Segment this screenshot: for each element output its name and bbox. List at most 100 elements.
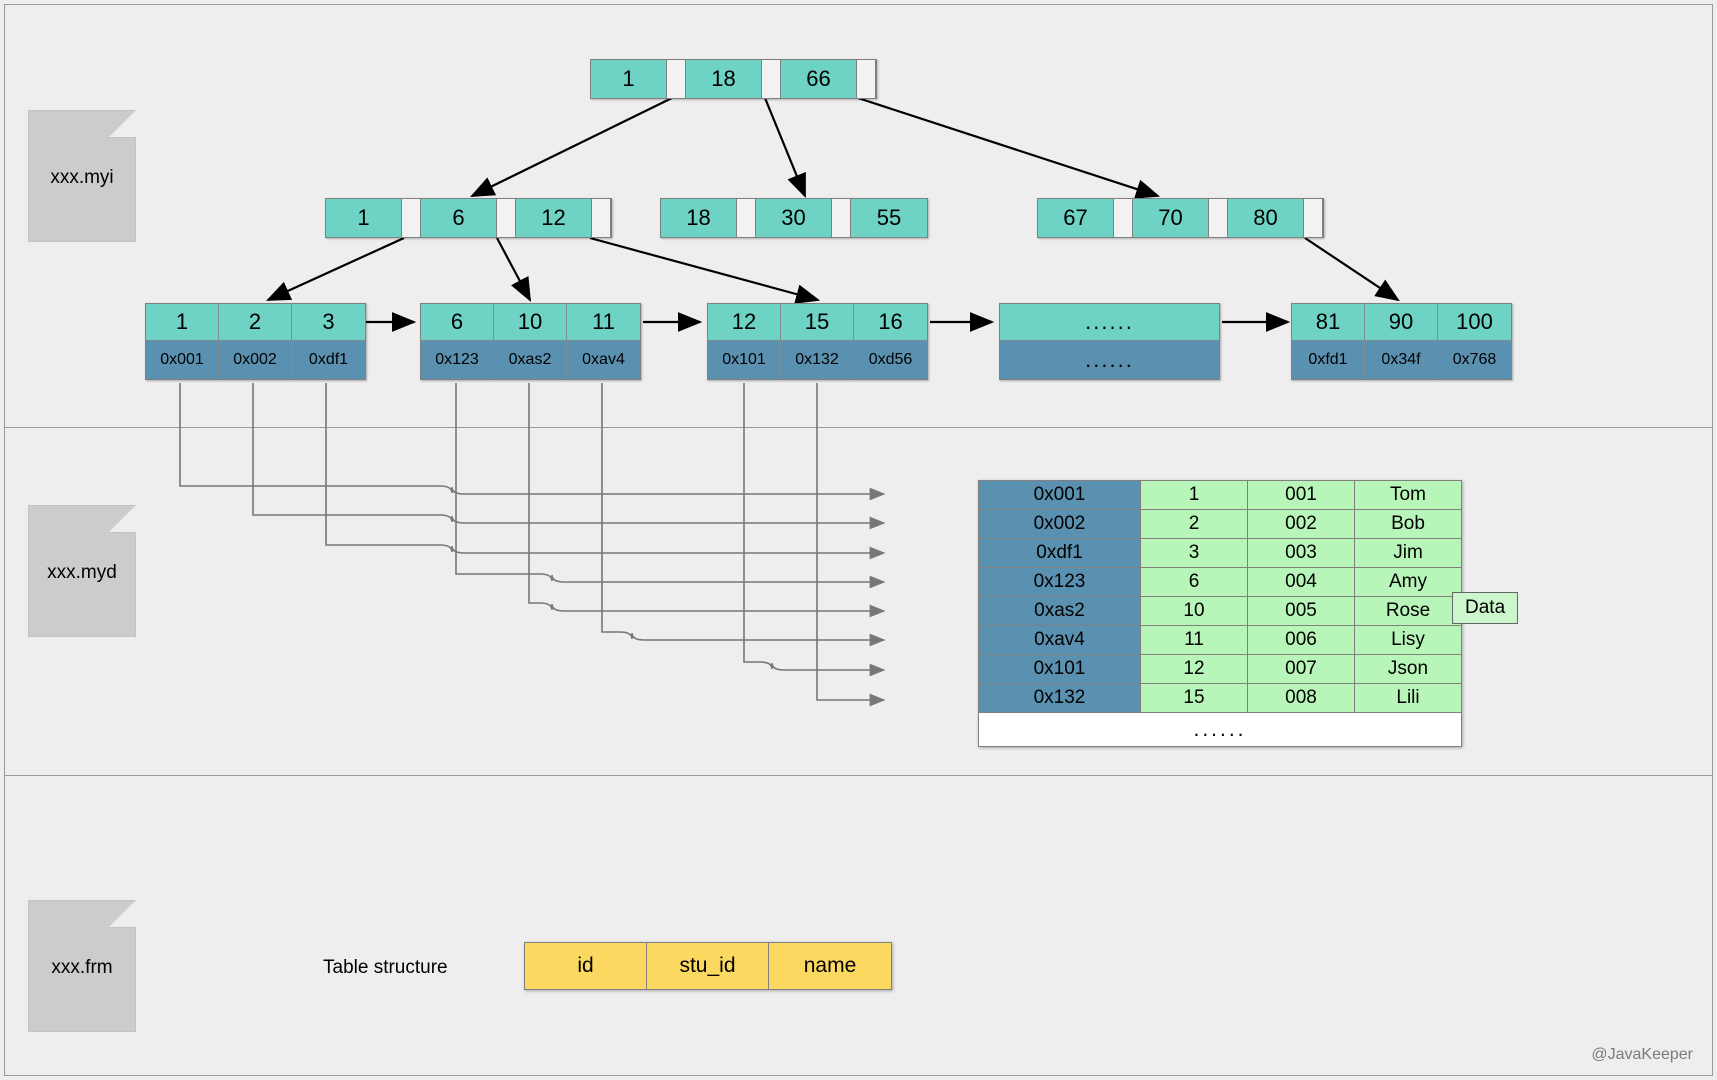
- internal-1-pointer-0: [737, 199, 756, 237]
- row-0-name: Tom: [1354, 480, 1462, 510]
- row-6-id: 12: [1140, 654, 1248, 684]
- leaf-node-2[interactable]: 12 15 16 0x101 0x132 0xd56: [707, 303, 928, 380]
- table-structure-caption: Table structure: [323, 957, 448, 978]
- leaf-3-address-row: ......: [1000, 341, 1219, 379]
- file-icon-frm: xxx.frm: [28, 900, 136, 1032]
- row-2-stu-id: 003: [1247, 538, 1355, 568]
- row-6-name: Json: [1354, 654, 1462, 684]
- internal-1-pointer-1: [832, 199, 851, 237]
- section-divider-myd-frm: [5, 775, 1712, 776]
- table-overflow-label: ......: [978, 712, 1462, 747]
- index-internal-node-1[interactable]: 18 30 55: [660, 198, 928, 238]
- root-pointer-1: [762, 60, 781, 98]
- internal-0-key-1: 6: [421, 199, 497, 237]
- internal-2-key-0: 67: [1038, 199, 1114, 237]
- leaf-node-1[interactable]: 6 10 11 0x123 0xas2 0xav4: [420, 303, 641, 380]
- internal-2-pointer-0: [1114, 199, 1133, 237]
- leaf-4-address-row: 0xfd1 0x34f 0x768: [1292, 341, 1511, 379]
- data-records-table[interactable]: 0x001 1 001 Tom 0x002 2 002 Bob 0xdf1 3 …: [978, 480, 1462, 747]
- row-1-address: 0x002: [978, 509, 1141, 539]
- row-0-id: 1: [1140, 480, 1248, 510]
- file-icon-corner-myi: [108, 110, 136, 138]
- table-row[interactable]: 0x123 6 004 Amy: [978, 567, 1462, 597]
- index-root-node[interactable]: 1 18 66: [590, 59, 877, 99]
- row-4-id: 10: [1140, 596, 1248, 626]
- leaf-0-address-2: 0xdf1: [292, 341, 365, 379]
- table-row[interactable]: 0xas2 10 005 Rose: [978, 596, 1462, 626]
- watermark: @JavaKeeper: [1591, 1046, 1693, 1063]
- leaf-2-key-row: 12 15 16: [708, 304, 927, 341]
- table-structure-row[interactable]: id stu_id name: [524, 942, 892, 990]
- leaf-1-address-1: 0xas2: [494, 341, 567, 379]
- row-5-address: 0xav4: [978, 625, 1141, 655]
- leaf-2-key-2: 16: [854, 304, 927, 341]
- leaf-1-key-0: 6: [421, 304, 494, 341]
- row-5-stu-id: 006: [1247, 625, 1355, 655]
- internal-1-key-0: 18: [661, 199, 737, 237]
- index-internal-node-2[interactable]: 67 70 80: [1037, 198, 1324, 238]
- table-row[interactable]: 0x132 15 008 Lili: [978, 683, 1462, 713]
- table-row[interactable]: 0x101 12 007 Json: [978, 654, 1462, 684]
- file-icon-myd: xxx.myd: [28, 505, 136, 637]
- leaf-3-key-0: ......: [1000, 304, 1219, 341]
- struct-column-stu-id[interactable]: stu_id: [647, 943, 769, 989]
- leaf-2-address-2: 0xd56: [854, 341, 927, 379]
- leaf-1-key-2: 11: [567, 304, 640, 341]
- struct-column-name[interactable]: name: [769, 943, 891, 989]
- root-pointer-0: [667, 60, 686, 98]
- table-overflow-row: ......: [978, 712, 1462, 747]
- internal-0-pointer-2: [592, 199, 611, 237]
- data-records-body: 0x001 1 001 Tom 0x002 2 002 Bob 0xdf1 3 …: [978, 480, 1462, 747]
- leaf-0-key-2: 3: [292, 304, 365, 341]
- file-icon-corner-frm: [108, 900, 136, 928]
- row-7-name: Lili: [1354, 683, 1462, 713]
- row-7-stu-id: 008: [1247, 683, 1355, 713]
- file-label-myd: xxx.myd: [47, 562, 117, 583]
- index-internal-node-0[interactable]: 1 6 12: [325, 198, 612, 238]
- section-divider-myi-myd: [5, 427, 1712, 428]
- row-4-stu-id: 005: [1247, 596, 1355, 626]
- file-label-myi: xxx.myi: [50, 167, 114, 188]
- table-row[interactable]: 0xdf1 3 003 Jim: [978, 538, 1462, 568]
- row-1-name: Bob: [1354, 509, 1462, 539]
- internal-0-key-0: 1: [326, 199, 402, 237]
- table-row[interactable]: 0x001 1 001 Tom: [978, 480, 1462, 510]
- table-row[interactable]: 0x002 2 002 Bob: [978, 509, 1462, 539]
- leaf-1-key-1: 10: [494, 304, 567, 341]
- row-5-id: 11: [1140, 625, 1248, 655]
- leaf-4-key-1: 90: [1365, 304, 1438, 341]
- row-3-address: 0x123: [978, 567, 1141, 597]
- row-0-stu-id: 001: [1247, 480, 1355, 510]
- leaf-node-3[interactable]: ...... ......: [999, 303, 1220, 380]
- struct-column-id[interactable]: id: [525, 943, 647, 989]
- leaf-3-key-row: ......: [1000, 304, 1219, 341]
- leaf-0-key-0: 1: [146, 304, 219, 341]
- leaf-node-0[interactable]: 1 2 3 0x001 0x002 0xdf1: [145, 303, 366, 380]
- row-7-address: 0x132: [978, 683, 1141, 713]
- file-label-frm: xxx.frm: [51, 957, 113, 978]
- leaf-0-address-0: 0x001: [146, 341, 219, 379]
- row-4-name: Rose: [1354, 596, 1462, 626]
- root-key-2: 66: [781, 60, 857, 98]
- leaf-4-key-2: 100: [1438, 304, 1511, 341]
- root-pointer-2: [857, 60, 876, 98]
- row-6-address: 0x101: [978, 654, 1141, 684]
- leaf-node-4[interactable]: 81 90 100 0xfd1 0x34f 0x768: [1291, 303, 1512, 380]
- row-5-name: Lisy: [1354, 625, 1462, 655]
- internal-1-key-2: 55: [851, 199, 927, 237]
- leaf-2-key-1: 15: [781, 304, 854, 341]
- row-7-id: 15: [1140, 683, 1248, 713]
- internal-0-key-2: 12: [516, 199, 592, 237]
- internal-2-pointer-1: [1209, 199, 1228, 237]
- root-key-0: 1: [591, 60, 667, 98]
- leaf-4-address-1: 0x34f: [1365, 341, 1438, 379]
- leaf-1-address-row: 0x123 0xas2 0xav4: [421, 341, 640, 379]
- internal-0-pointer-1: [497, 199, 516, 237]
- leaf-2-address-1: 0x132: [781, 341, 854, 379]
- row-6-stu-id: 007: [1247, 654, 1355, 684]
- root-key-1: 18: [686, 60, 762, 98]
- row-2-name: Jim: [1354, 538, 1462, 568]
- table-row[interactable]: 0xav4 11 006 Lisy: [978, 625, 1462, 655]
- row-1-stu-id: 002: [1247, 509, 1355, 539]
